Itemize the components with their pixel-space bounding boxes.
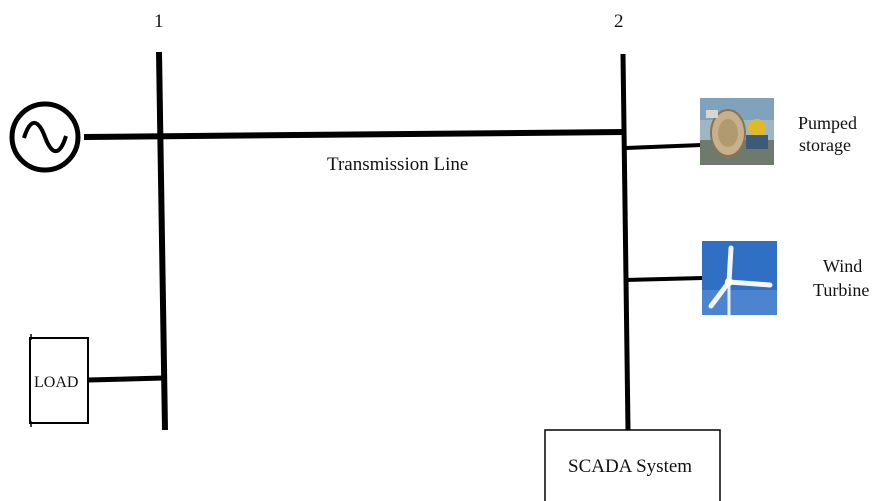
pumped-storage-feeder bbox=[624, 143, 703, 150]
wind-turbine-label-line1: Wind bbox=[823, 256, 862, 276]
scada-system-box bbox=[544, 429, 721, 501]
wind-turbine-feeder bbox=[624, 276, 704, 282]
load-label: LOAD bbox=[34, 374, 78, 391]
pumped-storage-label-line2: storage bbox=[799, 135, 851, 155]
wind-turbine-label-line2: Turbine bbox=[813, 280, 869, 300]
bus-1-label: 1 bbox=[154, 11, 164, 32]
wind-turbine-photo-icon bbox=[702, 241, 777, 315]
bus-2-bar bbox=[620, 53, 631, 431]
load-box bbox=[29, 334, 89, 427]
scada-system-label: SCADA System bbox=[568, 456, 692, 477]
transmission-line-label: Transmission Line bbox=[327, 154, 468, 175]
generator-icon bbox=[9, 101, 81, 173]
pumped-storage-label-line1: Pumped bbox=[798, 113, 857, 133]
pumped-storage-photo-icon bbox=[700, 98, 774, 165]
bus-1-bar bbox=[156, 51, 168, 431]
transmission-line bbox=[83, 129, 625, 140]
load-feeder bbox=[87, 375, 165, 383]
bus-2-label: 2 bbox=[614, 11, 624, 32]
